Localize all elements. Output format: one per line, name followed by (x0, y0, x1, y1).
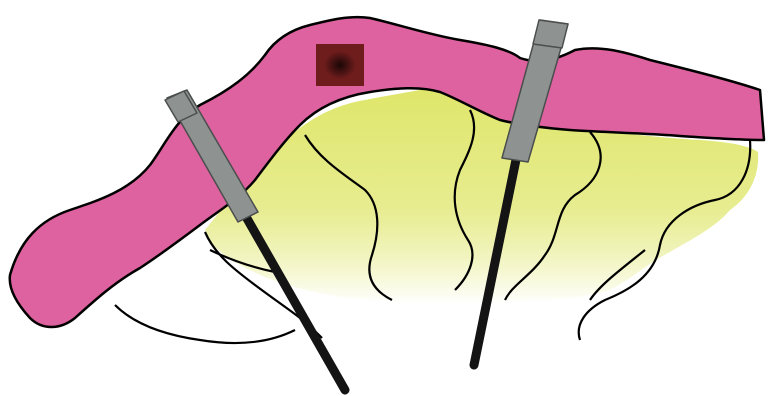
lesion-marker (316, 44, 364, 86)
right-cannula-cap (533, 20, 568, 48)
contour-line (115, 305, 295, 343)
